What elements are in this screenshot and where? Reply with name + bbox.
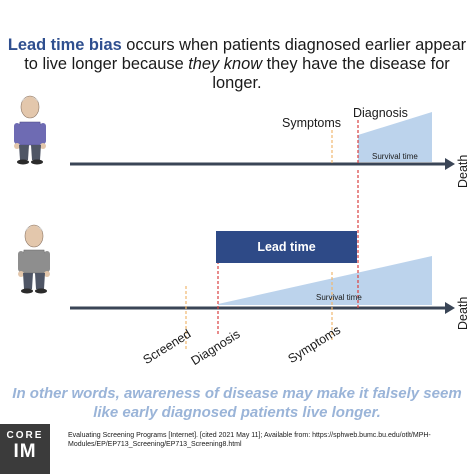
- survival-label: Survival time: [372, 152, 418, 161]
- lead-time-label: Lead time: [257, 240, 316, 254]
- logo-line2: IM: [13, 441, 37, 462]
- citation: Evaluating Screening Programs [Internet]…: [68, 432, 431, 448]
- death-label: Death: [456, 296, 470, 330]
- arrow-head: [445, 158, 455, 170]
- death-label: Death: [456, 154, 470, 188]
- survival-wedge: [218, 256, 432, 305]
- symptoms-label: Symptoms: [282, 116, 342, 130]
- arrow-head: [445, 302, 455, 314]
- title: Lead time bias occurs when patients diag…: [0, 36, 474, 93]
- survival-wedge: [358, 112, 432, 162]
- lead-time-box: Lead time: [216, 231, 357, 263]
- title-text-2: they have the disease for longer.: [212, 55, 450, 92]
- title-emphasis: they know: [188, 55, 263, 73]
- title-text-1: occurs when patients diagnosed earlier a…: [24, 36, 467, 73]
- conclusion-text: In other words, awareness of disease may…: [12, 385, 462, 421]
- person-icon: [14, 95, 46, 165]
- logo-line1: CORE: [6, 430, 44, 441]
- survival-label: Survival time: [316, 293, 362, 302]
- diagnosis-label: Diagnosis: [353, 106, 408, 120]
- core-im-logo: CORE IM: [0, 424, 50, 474]
- person-icon: [18, 224, 50, 294]
- title-highlight: Lead time bias: [7, 36, 122, 54]
